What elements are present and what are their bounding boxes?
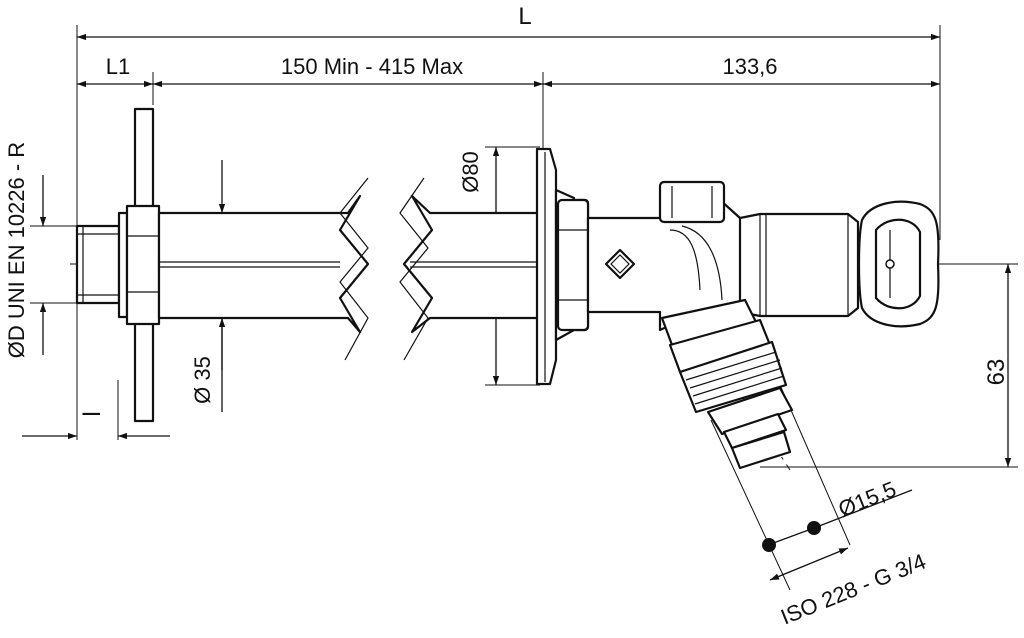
label-pipe-length: 150 Min - 415 Max <box>281 54 463 79</box>
label-flange-diameter: Ø80 <box>458 151 483 193</box>
label-hose-thread: ISO 228 - G 3/4 <box>777 549 929 630</box>
logo-diamond-icon <box>604 248 636 280</box>
label-flange-offset: L1 <box>106 54 130 79</box>
label-overall-length: L <box>518 3 531 30</box>
bonnet <box>738 212 860 318</box>
label-hose-diameter: Ø15,5 <box>835 476 900 522</box>
valve-body <box>586 180 752 332</box>
handwheel-icon[interactable] <box>857 200 940 328</box>
label-body-length: 133,6 <box>722 54 777 79</box>
angled-outlet <box>660 298 794 470</box>
label-pipe-diameter: Ø 35 <box>190 356 215 404</box>
pipe <box>157 177 547 361</box>
threaded-inlet <box>75 211 129 319</box>
dimension-lines <box>22 33 1012 591</box>
label-thread-spec: ØD UNI EN 10226 - R <box>4 142 29 358</box>
knurled-ring <box>685 351 785 405</box>
rear-flange <box>125 107 161 423</box>
hex-nut <box>556 198 590 332</box>
label-thread-length: l <box>79 411 106 416</box>
label-outlet-height: 63 <box>983 359 1010 386</box>
